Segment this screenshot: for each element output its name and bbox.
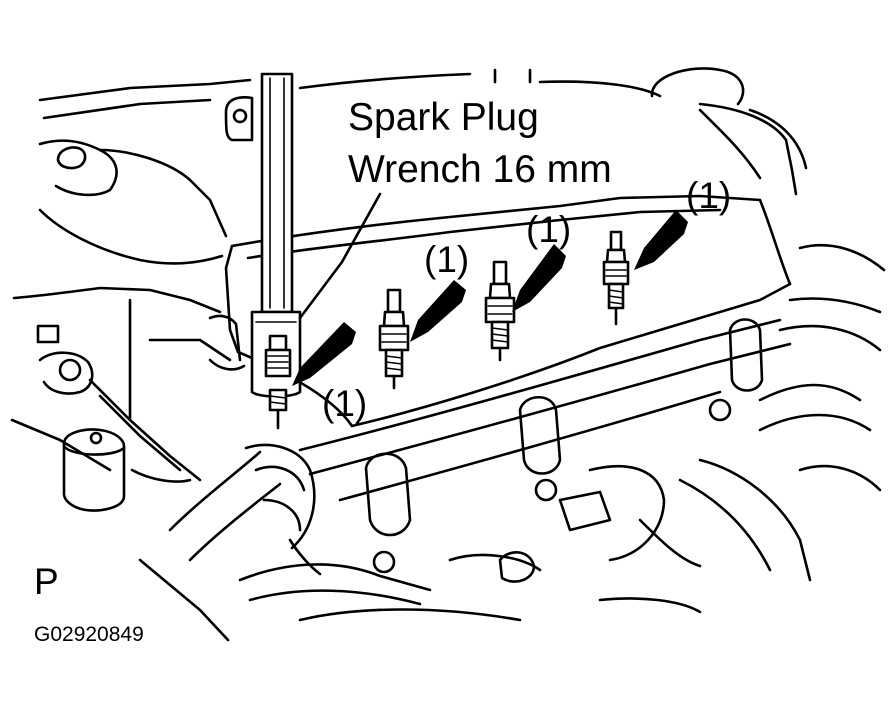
arrow-2-icon	[410, 280, 466, 342]
spark-plug-2	[378, 288, 410, 390]
callout-label: (1)	[322, 383, 367, 424]
callout-label: (1)	[424, 239, 469, 280]
spark-plug-in-socket	[264, 334, 292, 430]
engine-bay-drawing	[10, 67, 886, 642]
callout-label: (1)	[686, 175, 731, 216]
spark-plug-3	[484, 260, 516, 362]
view-marker: P	[34, 561, 59, 602]
arrow-4-icon	[634, 210, 688, 270]
tool-label-line-1: Spark Plug	[348, 96, 539, 139]
tool-leader-line	[298, 192, 382, 320]
arrow-3-icon	[512, 244, 566, 312]
spark-plug-4	[602, 230, 630, 326]
callout-label: (1)	[526, 209, 571, 250]
arrow-1-icon	[292, 322, 356, 386]
tool-label-line-2: Wrench 16 mm	[348, 148, 612, 191]
spark-plug-wrench	[250, 72, 302, 430]
figure-code: G02920849	[34, 623, 144, 646]
removal-arrows	[292, 210, 688, 386]
